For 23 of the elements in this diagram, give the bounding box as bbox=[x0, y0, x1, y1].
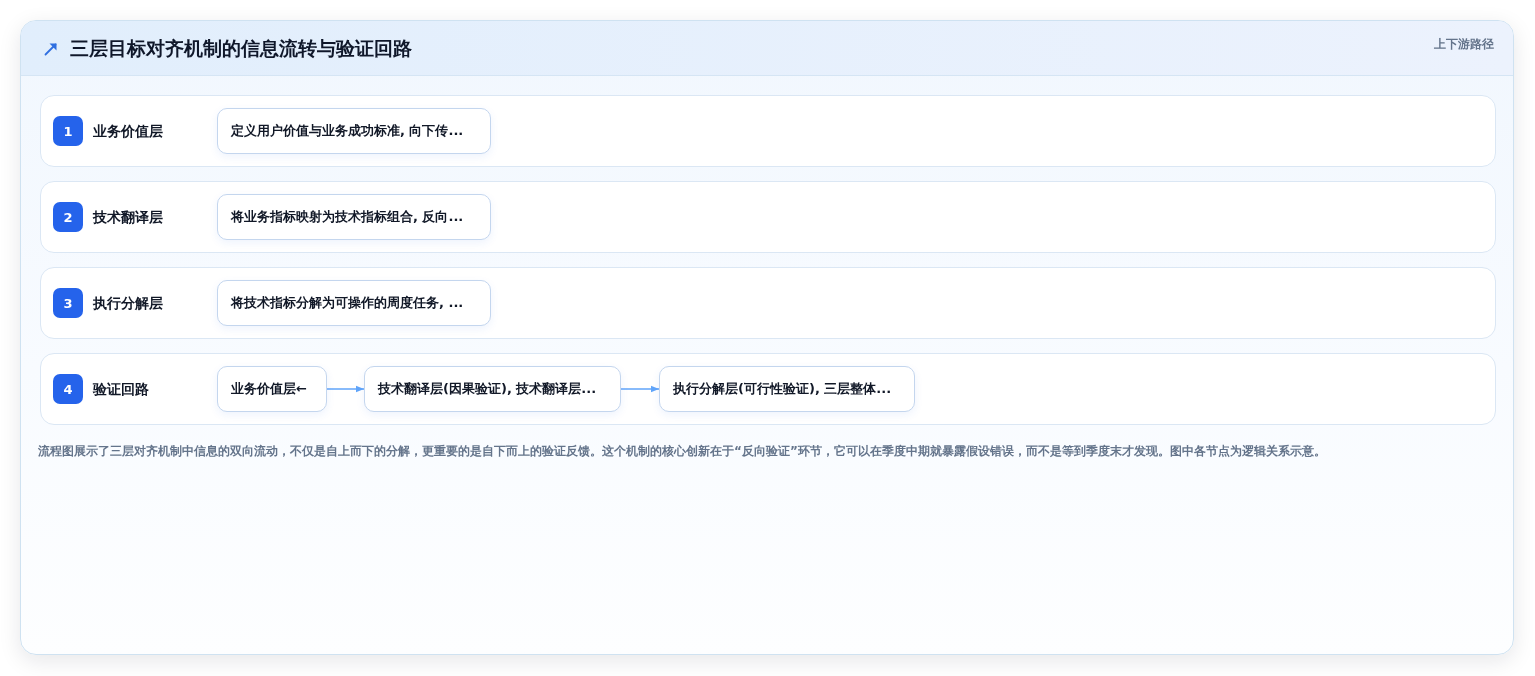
step-box: 技术翻译层(因果验证), 技术翻译层... bbox=[364, 366, 621, 412]
number-badge: 3 bbox=[53, 288, 83, 318]
number-badge: 1 bbox=[53, 116, 83, 146]
number-badge: 4 bbox=[53, 374, 83, 404]
corner-label: 上下游路径 bbox=[1434, 36, 1494, 53]
description-box: 将业务指标映射为技术指标组合, 反向... bbox=[217, 194, 491, 240]
description-box: 定义用户价值与业务成功标准, 向下传... bbox=[217, 108, 491, 154]
arrow bbox=[326, 385, 365, 393]
title: 三层目标对齐机制的信息流转与验证回路 bbox=[70, 36, 412, 61]
step-box: 业务价值层← bbox=[217, 366, 327, 412]
description-box: 将技术指标分解为可操作的周度任务, ... bbox=[217, 280, 491, 326]
layer-label: 业务价值层 bbox=[93, 122, 163, 141]
layer-band bbox=[40, 267, 1496, 339]
number-badge: 2 bbox=[53, 202, 83, 232]
layer-label: 技术翻译层 bbox=[93, 208, 163, 227]
layer-band bbox=[40, 353, 1496, 425]
step-box: 执行分解层(可行性验证), 三层整体... bbox=[659, 366, 915, 412]
layer-label: 验证回路 bbox=[93, 380, 149, 399]
arrow bbox=[620, 385, 660, 393]
layer-band bbox=[40, 181, 1496, 253]
layer-band bbox=[40, 95, 1496, 167]
layer-label: 执行分解层 bbox=[93, 294, 163, 313]
caption: 流程图展示了三层对齐机制中信息的双向流动，不仅是自上而下的分解，更重要的是自下而上的验证反馈。这个机制的核心创新在于“反向验证”环节，它可以在季度中期就暴露假设错误，而不是等到季度末才发现。图中各节点为逻辑关系示意。 bbox=[38, 443, 1326, 460]
